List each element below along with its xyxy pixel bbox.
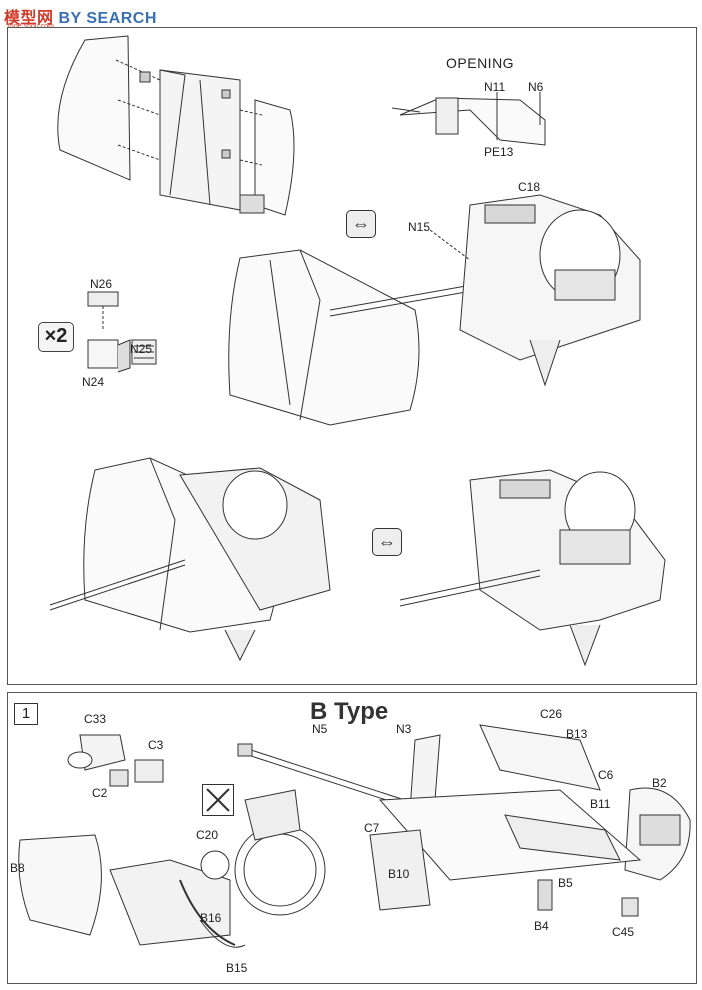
part-label-n6: N6 bbox=[528, 80, 544, 94]
step-title: B Type bbox=[310, 698, 389, 725]
part-label-b11: B11 bbox=[590, 797, 611, 811]
completed-gun-open-drawing bbox=[399, 469, 666, 667]
part-label-c3: C3 bbox=[148, 738, 164, 752]
no-glue-icon bbox=[202, 784, 234, 816]
part-label-n11: N11 bbox=[484, 80, 506, 94]
part-label-b16: B16 bbox=[200, 911, 222, 925]
opening-detail-drawing bbox=[391, 92, 546, 146]
quantity-multiplier: ×2 bbox=[38, 322, 74, 352]
part-label-c45: C45 bbox=[612, 925, 635, 939]
part-label-n26: N26 bbox=[90, 277, 113, 291]
part-label-b4: B4 bbox=[534, 919, 549, 933]
step1-panel bbox=[7, 692, 697, 984]
watermark-url: moe.shou.com bbox=[8, 23, 54, 30]
part-label-n5: N5 bbox=[312, 722, 328, 736]
top-panel bbox=[7, 27, 697, 685]
part-label-b10: B10 bbox=[388, 867, 410, 881]
part-label-n25: N25 bbox=[130, 342, 153, 356]
part-label-n3: N3 bbox=[396, 722, 412, 736]
part-label-b8: B8 bbox=[10, 861, 25, 875]
completed-gun-shielded-drawing bbox=[49, 457, 331, 662]
watermark-logo: 模型网 bbox=[4, 10, 54, 27]
part-label-n24: N24 bbox=[82, 375, 105, 389]
step1-b-type-drawing bbox=[18, 724, 691, 948]
swap-arrows-icon: ⇔ bbox=[372, 528, 402, 556]
part-label-pe13: PE13 bbox=[484, 145, 514, 159]
swap-arrows-icon: ⇔ bbox=[346, 210, 376, 238]
part-label-c6: C6 bbox=[598, 768, 614, 782]
part-label-n15: N15 bbox=[408, 220, 431, 234]
watermark-search: BY SEARCH bbox=[58, 10, 157, 27]
site-watermark: 模型网 BY SEARCH bbox=[4, 4, 157, 28]
step-number: 1 bbox=[14, 703, 38, 725]
exploded-shield-drawing bbox=[57, 35, 295, 216]
ammo-box-parts-drawing bbox=[87, 291, 157, 373]
part-label-b13: B13 bbox=[566, 727, 588, 741]
part-label-b15: B15 bbox=[226, 961, 248, 975]
part-label-b5: B5 bbox=[558, 876, 573, 890]
part-label-c20: C20 bbox=[196, 828, 219, 842]
part-label-c2: C2 bbox=[92, 786, 108, 800]
part-label-c18: C18 bbox=[518, 180, 541, 194]
part-label-b2: B2 bbox=[652, 776, 667, 790]
opening-title: OPENING bbox=[446, 55, 515, 71]
gun-assembly-exploded-drawing bbox=[228, 194, 641, 426]
part-label-c33: C33 bbox=[84, 712, 107, 726]
part-label-c26: C26 bbox=[540, 707, 563, 721]
part-label-c7: C7 bbox=[364, 821, 380, 835]
